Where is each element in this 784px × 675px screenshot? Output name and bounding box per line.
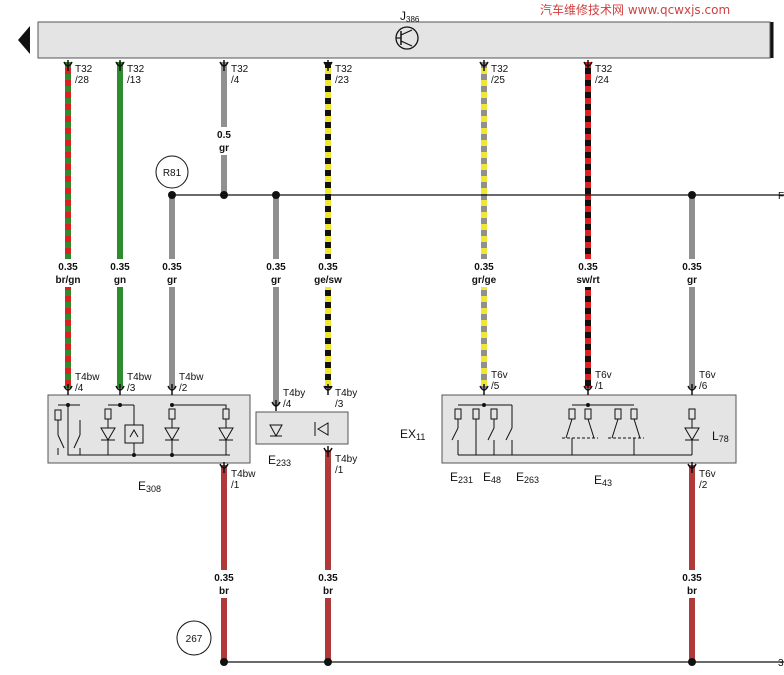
bus-lines (168, 191, 784, 666)
labels: T32/28 T32/13 T32/4 T32/23 T32/25 T32/24T4bw/… (50, 60, 716, 598)
e231-label: E231 (450, 470, 473, 485)
conn-t32-25 (479, 60, 489, 71)
conn-t6v-5 (479, 384, 489, 395)
conn-t32-28 (63, 60, 73, 71)
control-unit-j386: J386 (18, 9, 774, 59)
e308-label: E308 (138, 479, 161, 494)
term-t6v-6: T6v/6 (699, 370, 716, 392)
conn-t4bw-1 (219, 462, 229, 473)
term-t32-24: T32/24 (595, 64, 613, 86)
conn-t32-4 (219, 60, 229, 71)
component-e233: E233 (255, 411, 349, 468)
term-t4bw-1: T4bw/1 (231, 469, 256, 491)
conn-t4bw-3 (115, 384, 125, 395)
conn-t4by-3 (323, 384, 333, 395)
conn-t32-13 (115, 60, 125, 71)
term-t4bw-4: T4bw/4 (75, 372, 100, 394)
edge-mark-bottom: 3 (778, 658, 784, 669)
conn-t6v-1 (583, 384, 593, 395)
term-t4by-1: T4by/1 (335, 454, 357, 476)
term-t4by-3: T4by/3 (335, 388, 357, 410)
term-t6v-2: T6v/2 (699, 469, 716, 491)
watermark: 汽车维修技术网 www.qcwxjs.com (540, 2, 730, 17)
e48-label: E48 (483, 470, 501, 485)
component-ex11: EX11 L78 E231 E48 E263 E43 (400, 394, 737, 488)
conn-t4bw-2 (167, 384, 177, 395)
term-t32-25: T32/25 (491, 64, 509, 86)
term-t32-13: T32/13 (127, 64, 145, 86)
e43-label: E43 (594, 473, 612, 488)
conn-t32-24 (583, 60, 593, 71)
e263-label: E263 (516, 470, 539, 485)
wires (65, 62, 695, 662)
term-t32-28: T32/28 (75, 64, 93, 86)
component-e308: E308 (47, 394, 251, 494)
conn-t4bw-4 (63, 384, 73, 395)
term-t4by-4: T4by/4 (283, 388, 305, 410)
edge-mark-top: F (778, 191, 784, 202)
svg-text:R81: R81 (163, 168, 182, 179)
ex11-label: EX11 (400, 427, 425, 442)
term-t6v-5: T6v/5 (491, 370, 508, 392)
term-t32-4: T32/4 (231, 64, 249, 86)
conn-t32-23 (323, 60, 333, 71)
term-t4bw-3: T4bw/3 (127, 372, 152, 394)
l78-label: L78 (712, 429, 729, 444)
conn-t4by-1 (323, 446, 333, 457)
control-unit-label: J386 (400, 9, 420, 24)
ref-267: 267 (176, 620, 212, 656)
left-arrow-icon (18, 26, 30, 54)
transistor-icon (395, 26, 419, 50)
ref-r81: R81 (155, 155, 189, 189)
term-t6v-1: T6v/1 (595, 370, 612, 392)
conn-t6v-6 (687, 384, 697, 395)
e233-label: E233 (268, 453, 291, 468)
conn-t6v-2 (687, 462, 697, 473)
term-t32-23: T32/23 (335, 64, 353, 86)
term-t4bw-2: T4bw/2 (179, 372, 204, 394)
svg-text:267: 267 (186, 634, 203, 645)
conn-t4by-4 (271, 400, 281, 411)
